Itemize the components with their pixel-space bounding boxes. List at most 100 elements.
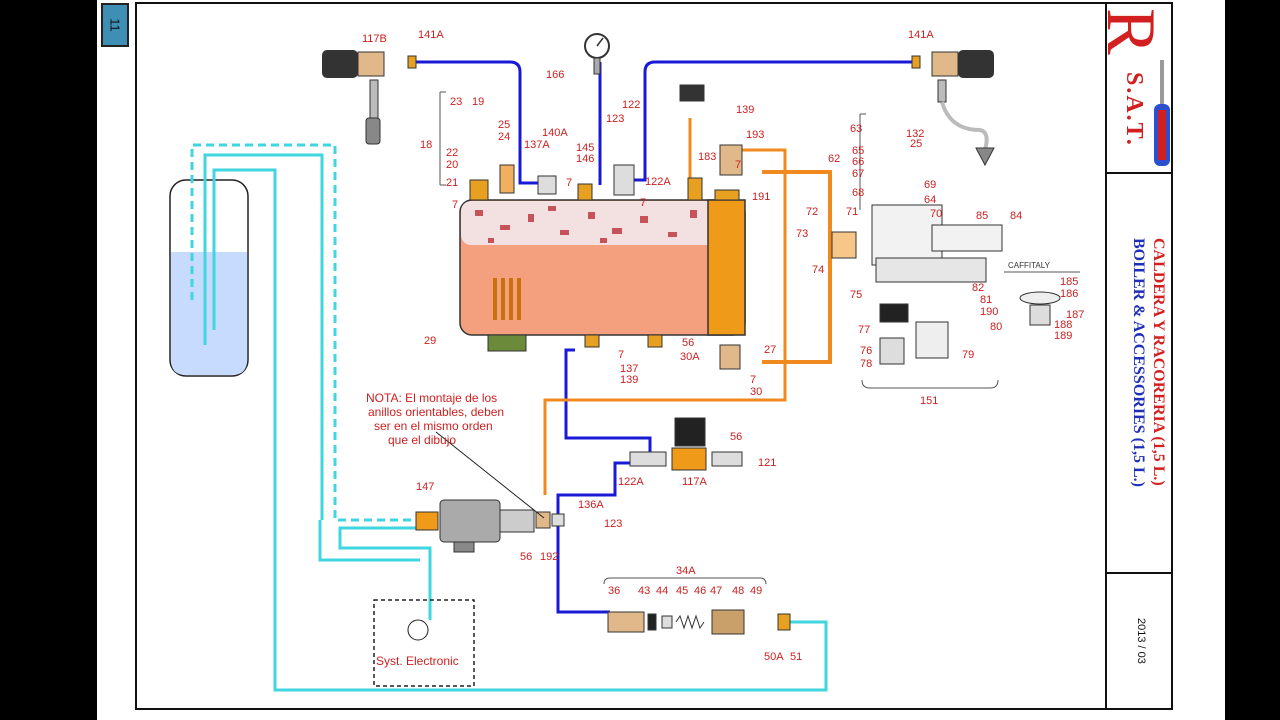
part-label: 186 (1060, 288, 1078, 300)
part-label: 25 (910, 138, 922, 150)
part-label: 191 (752, 191, 770, 203)
assembly-note-line: ser en el mismo orden (374, 419, 493, 433)
three-way-connector (535, 511, 565, 529)
boiler (459, 199, 746, 352)
pump (415, 499, 535, 553)
part-label: 18 (420, 139, 432, 151)
part-label: 62 (828, 153, 840, 165)
part-label: 7 (618, 349, 624, 361)
part-label: 193 (746, 129, 764, 141)
part-label: 137A (524, 139, 550, 151)
part-label: 76 (860, 345, 872, 357)
part-label: 192 (540, 551, 558, 563)
part-label: 7 (566, 177, 572, 189)
part-label: 188 (1054, 319, 1072, 331)
part-label: 147 (416, 481, 434, 493)
electronic-box-label: Syst. Electronic (376, 654, 459, 668)
part-label: 7 (750, 374, 756, 386)
electronic-system-box (373, 599, 475, 687)
part-label: 30 (750, 386, 762, 398)
screwdriver-icon (1154, 60, 1170, 166)
part-label: 19 (472, 96, 484, 108)
part-label: 72 (806, 206, 818, 218)
part-label: 139 (736, 104, 754, 116)
part-label: 82 (972, 282, 984, 294)
part-label: 70 (930, 208, 942, 220)
part-label: 151 (920, 395, 938, 407)
steam-tap-left (322, 50, 417, 145)
part-label: 27 (764, 344, 776, 356)
part-label: 84 (1010, 210, 1022, 222)
title-block: R S.A.T. CALDERA Y RACORERIA (1,5 L.) BO… (1092, 2, 1173, 710)
part-label: 56 (730, 431, 742, 443)
part-label: 79 (962, 349, 974, 361)
caffitaly-label: CAFFITALY (1008, 261, 1051, 270)
part-label: 122A (645, 176, 671, 188)
part-label: 34A (676, 565, 696, 577)
part-label: 140A (542, 127, 568, 139)
part-label: 145 (576, 142, 594, 154)
title-block-divider (1107, 572, 1173, 574)
part-label: 68 (852, 187, 864, 199)
part-label: 69 (924, 179, 936, 191)
part-label: 183 (698, 151, 716, 163)
part-label: 44 (656, 585, 668, 597)
part-label: 71 (846, 206, 858, 218)
boiler-fittings (469, 84, 743, 370)
brew-group-kit (831, 204, 1061, 365)
part-label: 66 (852, 156, 864, 168)
part-label: 136A (578, 499, 604, 511)
part-label: 132 (906, 128, 924, 140)
steam-tap-right (911, 50, 995, 167)
part-label: 64 (924, 194, 936, 206)
part-label: 185 (1060, 276, 1078, 288)
part-label: 146 (576, 153, 594, 165)
assembly-note-line: que el dibujo (388, 433, 456, 447)
part-label: 78 (860, 358, 872, 370)
part-label: 36 (608, 585, 620, 597)
part-label: 190 (980, 306, 998, 318)
cold-water-lines (190, 143, 828, 692)
drawing-sheet (97, 0, 1225, 720)
part-label: 63 (850, 123, 862, 135)
water-circuit (415, 60, 912, 614)
part-label: 22 (446, 147, 458, 159)
part-label: 67 (852, 168, 864, 180)
part-label: 21 (446, 177, 458, 189)
part-label: 30A (680, 351, 700, 363)
part-label: 123 (604, 518, 622, 530)
part-label: 141A (418, 29, 444, 41)
page-number-tab[interactable]: 11 (101, 3, 129, 47)
part-label: 43 (638, 585, 650, 597)
assembly-note-line: anillos orientables, deben (368, 405, 504, 419)
part-label: 73 (796, 228, 808, 240)
part-label: 56 (682, 337, 694, 349)
part-label: 137 (620, 363, 638, 375)
part-label: 51 (790, 651, 802, 663)
part-label: 56 (520, 551, 532, 563)
part-label: 122 (622, 99, 640, 111)
part-label: 122A (618, 476, 644, 488)
water-reservoir (169, 179, 249, 377)
pressure-gauge (584, 33, 610, 75)
part-label: 7 (735, 159, 741, 171)
part-label: 50A (764, 651, 784, 663)
part-label: 65 (852, 145, 864, 157)
part-label: 85 (976, 210, 988, 222)
assembly-note-line: NOTA: El montaje de los (366, 391, 497, 405)
part-label: 23 (450, 96, 462, 108)
solenoid-valve (629, 417, 743, 471)
part-label: 74 (812, 264, 824, 276)
valve-assembly (607, 609, 791, 635)
part-label: 81 (980, 294, 992, 306)
part-label: 47 (710, 585, 722, 597)
part-label: 25 (498, 119, 510, 131)
part-label: 139 (620, 374, 638, 386)
part-label: 49 (750, 585, 762, 597)
part-label: 80 (990, 321, 1002, 333)
part-label: 48 (732, 585, 744, 597)
part-label: 141A (908, 29, 934, 41)
